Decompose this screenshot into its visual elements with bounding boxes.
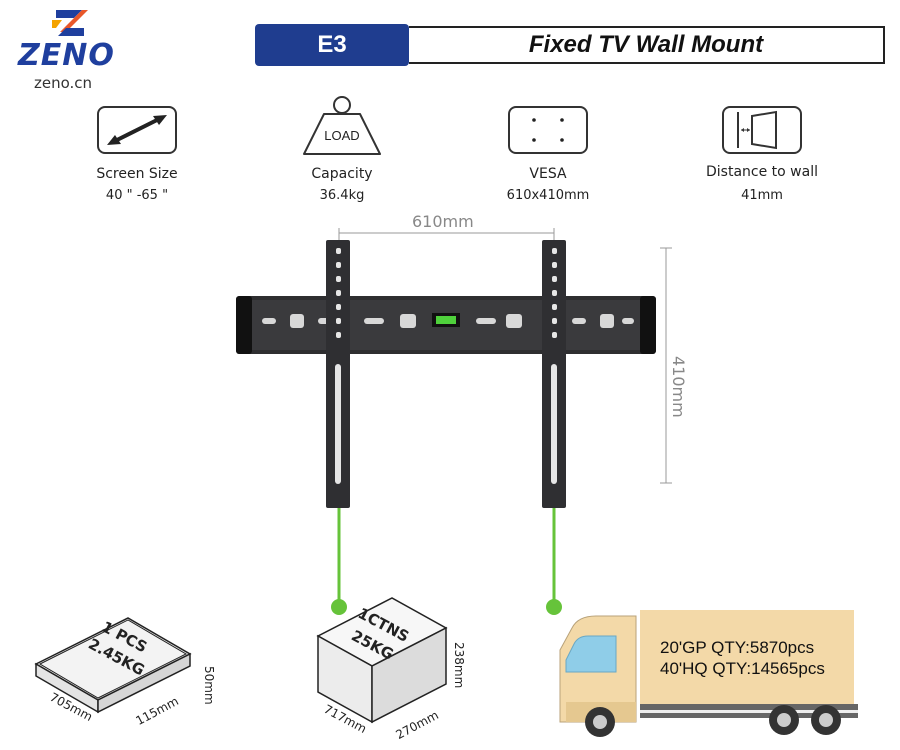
brand-name: ZENO [18, 38, 115, 73]
spec-value: 610x410mm [506, 188, 590, 203]
model-badge: E3 [255, 24, 409, 66]
spec-label: Distance to wall [706, 164, 818, 180]
spec-value: 40 " -65 " [105, 188, 169, 203]
vesa-pattern-icon [508, 106, 588, 154]
carton-height: 238mm [452, 642, 466, 689]
spec-label: VESA [529, 166, 567, 182]
spec-screen-size: Screen Size 40 " -65 " [57, 106, 217, 206]
brand-url: zeno.cn [34, 74, 93, 92]
load-icon-text: LOAD [324, 128, 359, 143]
screen-size-icon [97, 106, 177, 154]
spec-label: Capacity [311, 166, 373, 182]
zeno-logo-icon [52, 10, 88, 36]
spec-vesa: VESA 610x410mm [468, 106, 628, 206]
qty-40hq: 40'HQ QTY:14565pcs [660, 659, 825, 678]
product-title: Fixed TV Wall Mount [409, 26, 885, 64]
load-weight-icon: LOAD [303, 96, 381, 155]
spec-capacity: LOAD Capacity 36.4kg [262, 94, 422, 206]
width-dimension-label: 610mm [412, 212, 474, 231]
spec-distance-to-wall: Distance to wall 41mm [682, 106, 842, 206]
spec-label: Screen Size [96, 166, 178, 182]
brand-logo: ZENO zeno.cn [0, 0, 140, 100]
spec-value: 36.4kg [319, 188, 365, 203]
qty-20gp: 20'GP QTY:5870pcs [660, 638, 815, 657]
wall-distance-icon [722, 106, 802, 154]
single-box-height: 50mm [202, 666, 216, 705]
spec-value: 41mm [741, 188, 783, 203]
height-dimension-label: 410mm [669, 356, 688, 418]
